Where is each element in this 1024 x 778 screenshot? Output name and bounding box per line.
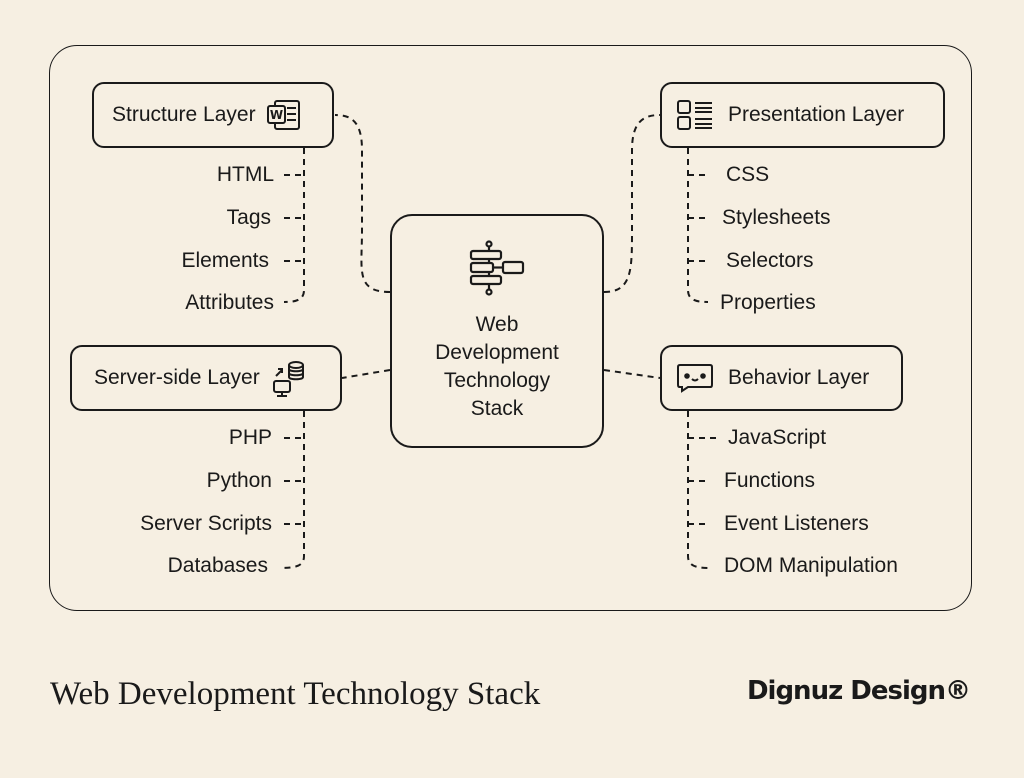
word-document-icon: W (266, 98, 302, 132)
connector-server (341, 369, 391, 379)
behavior-item-dom-manipulation: DOM Manipulation (724, 554, 898, 577)
server-database-icon (270, 359, 306, 397)
server-item-python: Python (206, 469, 272, 492)
component-icon (467, 239, 527, 303)
presentation-item-css: CSS (726, 163, 770, 186)
structure-item-html: HTML (216, 163, 274, 186)
server-layer-label: Server-side Layer (94, 366, 260, 389)
presentation-item-selectors: Selectors (726, 249, 814, 272)
svg-text:W: W (269, 108, 282, 122)
server-item-server-scripts: Server Scripts (140, 512, 272, 535)
presentation-layer-label: Presentation Layer (728, 103, 905, 126)
server-layer-box: Server-side Layer (70, 345, 342, 411)
structure-item-elements: Elements (181, 249, 269, 272)
branch-presentation (687, 148, 709, 303)
connector-structure (334, 114, 391, 293)
structure-item-attributes: Attributes (185, 291, 274, 314)
structure-layer-label: Structure Layer (112, 103, 256, 126)
server-item-php: PHP (228, 426, 272, 449)
center-box: Web Development Technology Stack (390, 214, 604, 448)
diagram-frame (49, 45, 972, 611)
branch-behavior (687, 411, 711, 569)
branch-structure (283, 148, 305, 303)
presentation-item-properties: Properties (720, 291, 816, 314)
branch-server (279, 411, 305, 569)
connector-presentation (603, 114, 661, 293)
chat-bubble-icon (676, 363, 714, 393)
behavior-item-javascript: JavaScript (728, 426, 827, 449)
behavior-layer-box: Behavior Layer (660, 345, 903, 411)
center-title: Web Development Technology Stack (435, 312, 559, 420)
behavior-item-functions: Functions (724, 469, 816, 492)
presentation-layer-box: Presentation Layer (660, 82, 945, 148)
structure-item-tags: Tags (226, 206, 271, 229)
brand-logo: Dignuz Design® (746, 676, 971, 706)
footer-title: Web Development Technology Stack (50, 676, 541, 712)
server-item-databases: Databases (167, 554, 268, 577)
structure-layer-box: Structure Layer W (92, 82, 334, 148)
behavior-layer-label: Behavior Layer (728, 366, 870, 389)
presentation-item-stylesheets: Stylesheets (722, 206, 831, 229)
layout-list-icon (676, 98, 714, 132)
behavior-item-event-listeners: Event Listeners (724, 512, 869, 535)
connector-behavior (603, 369, 661, 379)
